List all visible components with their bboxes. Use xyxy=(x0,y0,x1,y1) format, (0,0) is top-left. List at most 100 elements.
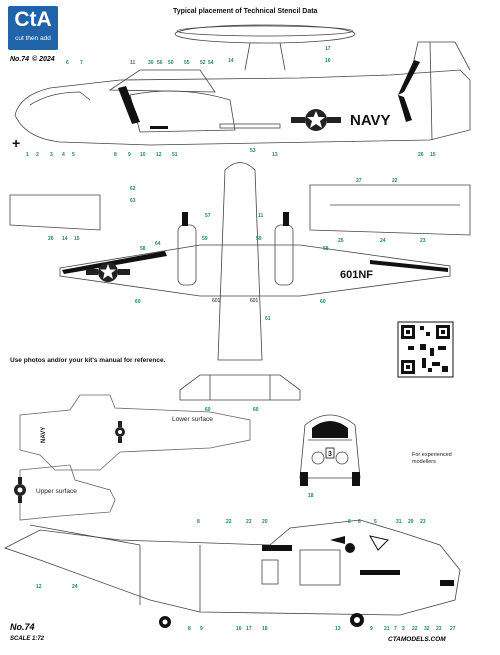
e2-plan-fuselage xyxy=(217,162,263,361)
roundel-side xyxy=(291,109,341,131)
svg-text:12: 12 xyxy=(36,584,42,590)
svg-text:30: 30 xyxy=(148,60,154,66)
svg-text:60: 60 xyxy=(320,299,326,305)
svg-text:54: 54 xyxy=(208,60,214,66)
svg-text:17: 17 xyxy=(246,626,252,632)
svg-text:12: 12 xyxy=(156,152,162,158)
prop-blade xyxy=(118,86,140,124)
svg-text:15: 15 xyxy=(430,152,436,158)
svg-text:17: 17 xyxy=(325,46,331,52)
svg-text:16: 16 xyxy=(325,58,331,64)
tail-code: 601NF xyxy=(340,269,373,281)
svg-text:601: 601 xyxy=(212,298,221,304)
svg-text:18: 18 xyxy=(262,626,268,632)
svg-text:4: 4 xyxy=(62,152,65,158)
svg-text:11: 11 xyxy=(130,60,136,66)
svg-text:21: 21 xyxy=(384,626,390,632)
svg-text:13: 13 xyxy=(272,152,278,158)
svg-text:32: 32 xyxy=(424,626,430,632)
svg-text:8: 8 xyxy=(188,626,191,632)
svg-text:22: 22 xyxy=(392,178,398,184)
detail-left xyxy=(9,194,101,231)
svg-text:9: 9 xyxy=(200,626,203,632)
svg-text:15: 15 xyxy=(74,236,80,242)
svg-text:23: 23 xyxy=(420,238,426,244)
svg-text:2: 2 xyxy=(36,152,39,158)
svg-text:29: 29 xyxy=(408,519,414,525)
svg-text:60: 60 xyxy=(135,299,141,305)
svg-text:27: 27 xyxy=(450,626,456,632)
svg-text:9: 9 xyxy=(370,626,373,632)
heli-side-fuselage xyxy=(3,519,461,616)
svg-text:51: 51 xyxy=(172,152,178,158)
lower-surface-label: Lower surface xyxy=(172,416,213,423)
svg-text:58: 58 xyxy=(323,246,329,252)
svg-text:7: 7 xyxy=(394,626,397,632)
year-label: © 2024 xyxy=(32,56,55,63)
svg-text:7: 7 xyxy=(80,60,83,66)
upper-surface-outline xyxy=(19,464,116,521)
svg-text:20: 20 xyxy=(262,519,268,525)
svg-text:23: 23 xyxy=(420,519,426,525)
svg-text:64: 64 xyxy=(155,241,161,247)
svg-text:11: 11 xyxy=(258,213,264,219)
svg-text:5: 5 xyxy=(72,152,75,158)
e2-wing xyxy=(59,244,451,297)
svg-text:26: 26 xyxy=(48,236,54,242)
heli-front-view xyxy=(299,414,361,479)
svg-text:24: 24 xyxy=(380,238,386,244)
svg-text:57: 57 xyxy=(205,213,211,219)
logo-brand: CtA xyxy=(14,8,52,31)
svg-text:16: 16 xyxy=(236,626,242,632)
radome xyxy=(174,24,356,44)
svg-text:5: 5 xyxy=(374,519,377,525)
svg-text:6: 6 xyxy=(66,60,69,66)
svg-text:1: 1 xyxy=(26,152,29,158)
qr-code xyxy=(397,321,454,378)
svg-text:8: 8 xyxy=(197,519,200,525)
navy-marking: NAVY xyxy=(350,112,391,129)
svg-text:14: 14 xyxy=(62,236,68,242)
svg-text:23: 23 xyxy=(246,519,252,525)
svg-text:60: 60 xyxy=(253,407,259,413)
svg-text:23: 23 xyxy=(436,626,442,632)
svg-text:55: 55 xyxy=(184,60,190,66)
logo-tagline: cut then add xyxy=(15,35,51,42)
cta-logo: CtA cut then add xyxy=(8,6,58,50)
svg-text:27: 27 xyxy=(356,178,362,184)
svg-text:53: 53 xyxy=(250,148,256,154)
website-label: CTAMODELS.COM xyxy=(388,636,446,643)
svg-text:60: 60 xyxy=(205,407,211,413)
svg-text:52: 52 xyxy=(200,60,206,66)
svg-text:56: 56 xyxy=(157,60,163,66)
svg-text:25: 25 xyxy=(338,238,344,244)
svg-text:601: 601 xyxy=(250,298,259,304)
svg-text:+: + xyxy=(12,135,20,151)
svg-text:22: 22 xyxy=(412,626,418,632)
roundel-plan xyxy=(86,262,130,282)
page-title: Typical placement of Technical Stencil D… xyxy=(173,8,318,15)
svg-text:14: 14 xyxy=(228,58,234,64)
footer-sheet-id: No.74 xyxy=(10,622,35,632)
e2-fuselage xyxy=(14,69,471,146)
svg-text:63: 63 xyxy=(130,198,136,204)
svg-text:13: 13 xyxy=(335,626,341,632)
svg-text:22: 22 xyxy=(226,519,232,525)
svg-text:50: 50 xyxy=(168,60,174,66)
upper-surface-label: Upper surface xyxy=(36,488,77,495)
svg-text:2: 2 xyxy=(402,626,405,632)
svg-text:6: 6 xyxy=(358,519,361,525)
svg-text:26: 26 xyxy=(418,152,424,158)
experienced-note: For experienced modellers xyxy=(412,452,452,465)
svg-text:8: 8 xyxy=(114,152,117,158)
lower-surface-outline xyxy=(19,394,251,471)
svg-text:9: 9 xyxy=(128,152,131,158)
svg-text:10: 10 xyxy=(140,152,146,158)
svg-text:3: 3 xyxy=(50,152,53,158)
svg-text:62: 62 xyxy=(130,186,136,192)
svg-text:NAVY: NAVY xyxy=(41,427,47,443)
svg-text:61: 61 xyxy=(265,316,271,322)
svg-text:18: 18 xyxy=(308,493,314,499)
